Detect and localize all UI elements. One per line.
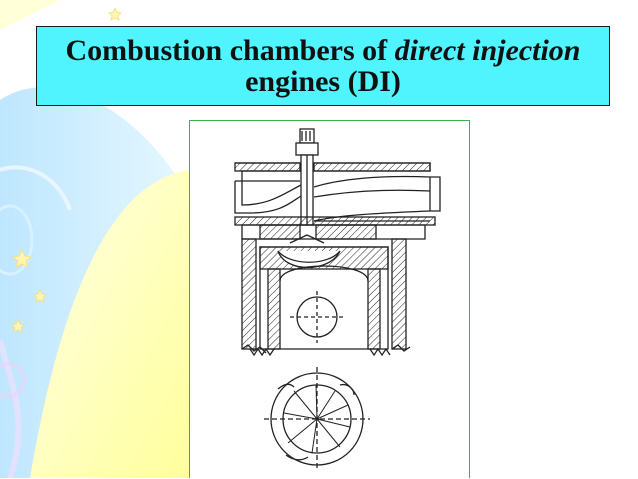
slide-title-line1: Combustion chambers of direct injection — [65, 35, 580, 66]
slide-title-line2: engines (DI) — [245, 65, 401, 98]
combustion-chamber-diagram — [234, 128, 441, 471]
slide-title-box: Combustion chambers of direct injection … — [36, 26, 610, 106]
title-italic-part: direct injection — [394, 34, 581, 67]
injector-head — [295, 142, 319, 156]
title-prefix: Combustion chambers of — [65, 34, 395, 67]
engine-diagram-frame — [189, 120, 470, 478]
cylinder-wall-right — [391, 238, 407, 350]
piston-pin — [296, 296, 338, 338]
exhaust-port — [313, 175, 441, 222]
cylinder-wall-left — [241, 238, 257, 350]
intake-port — [234, 181, 302, 214]
